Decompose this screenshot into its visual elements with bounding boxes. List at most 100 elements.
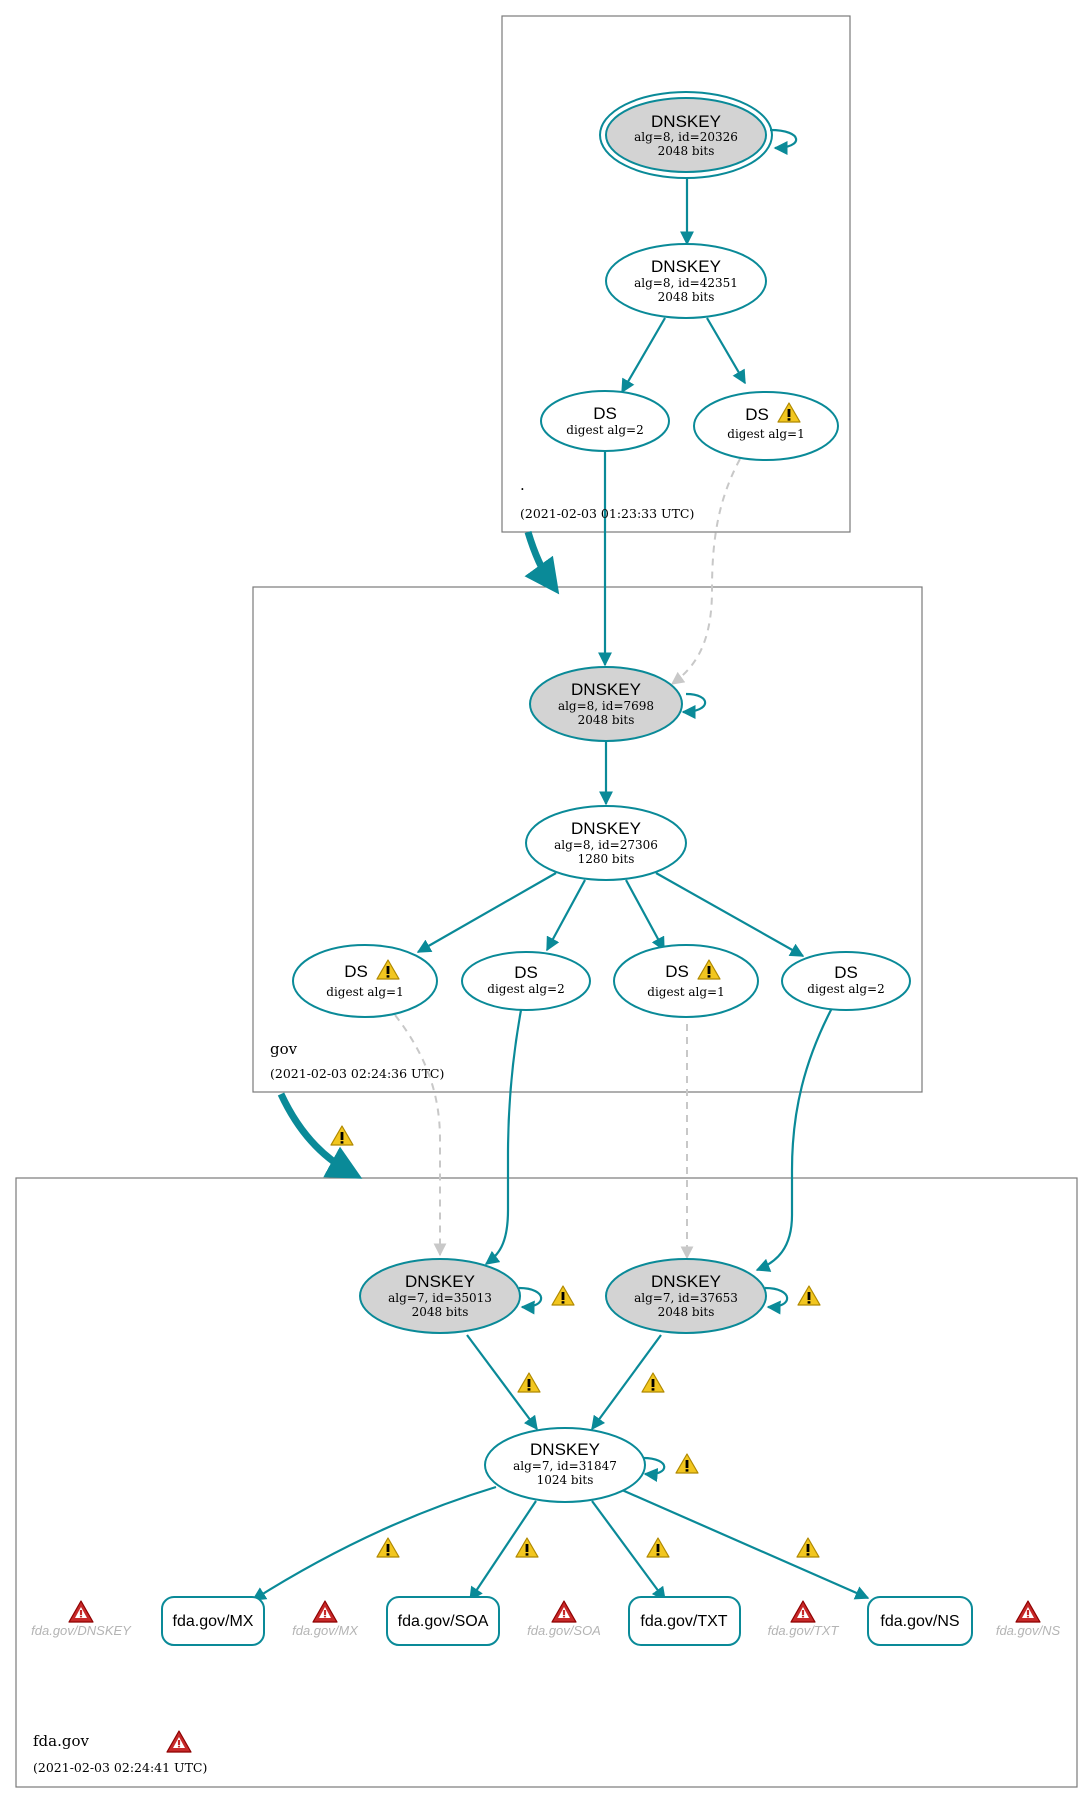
rrset-label: fda.gov/MX [173, 1613, 254, 1630]
ghost-rrset-label: fda.gov/DNSKEY [31, 1623, 132, 1638]
edge-root-zsk-to-ds2 [621, 317, 666, 394]
node-gov-ds-c[interactable]: DS digest alg=1 [613, 944, 759, 1018]
zone-gov-name: gov [270, 1040, 298, 1058]
node-digest: digest alg=2 [807, 982, 884, 996]
node-gov-ds-d[interactable]: DS digest alg=2 [781, 951, 911, 1011]
edge-warning-icon[interactable] [796, 1537, 820, 1558]
node-key-size: 2048 bits [412, 1305, 469, 1319]
zone-root-box [501, 15, 851, 533]
node-digest: digest alg=2 [566, 423, 643, 437]
ghost-rrset-label: fda.gov/MX [292, 1623, 359, 1638]
error-icon [1015, 1600, 1041, 1623]
warning-icon[interactable] [675, 1453, 699, 1474]
edge-gov-zsk-to-ds-b [546, 879, 586, 952]
node-root-zsk[interactable]: DNSKEY alg=8, id=42351 2048 bits [605, 243, 767, 319]
edge-fda-ksk2-to-zsk [591, 1334, 662, 1431]
edge-fda-zsk-to-ns [621, 1488, 870, 1600]
error-icon [312, 1600, 338, 1623]
self-loop-fda-ksk2 [764, 1286, 789, 1315]
ghost-rrset-soa[interactable]: fda.gov/SOA [527, 1600, 601, 1638]
rrset-label: fda.gov/NS [880, 1613, 959, 1630]
node-title: DNSKEY [651, 257, 721, 276]
rrset-ns[interactable]: fda.gov/NS [867, 1596, 973, 1646]
error-icon [551, 1600, 577, 1623]
node-title: DNSKEY [651, 1272, 721, 1291]
node-title: DS [745, 405, 769, 424]
edge-warning-icon[interactable] [376, 1537, 400, 1558]
warning-icon[interactable] [797, 1285, 821, 1306]
rrset-soa[interactable]: fda.gov/SOA [386, 1596, 500, 1646]
node-title: DS [834, 963, 858, 982]
rrset-label: fda.gov/SOA [398, 1613, 489, 1630]
node-gov-ds-a[interactable]: DS digest alg=1 [292, 944, 438, 1018]
node-root-ds-digest1[interactable]: DS digest alg=1 [693, 391, 839, 461]
node-digest: digest alg=1 [647, 985, 724, 999]
node-key-info: alg=7, id=31847 [513, 1459, 617, 1473]
edge-warning-icon[interactable] [641, 1372, 665, 1393]
node-key-size: 2048 bits [658, 144, 715, 158]
node-key-info: alg=8, id=7698 [558, 699, 654, 713]
node-key-info: alg=8, id=20326 [634, 130, 738, 144]
node-key-size: 2048 bits [658, 290, 715, 304]
ghost-rrset-txt[interactable]: fda.gov/TXT [768, 1600, 840, 1638]
ghost-rrset-label: fda.gov/NS [996, 1623, 1061, 1638]
delegation-warning-icon[interactable] [330, 1125, 354, 1146]
edge-gov-zsk-to-ds-a [416, 872, 557, 953]
edge-fda-zsk-to-txt [591, 1500, 666, 1602]
edge-gov-zsk-to-ds-d [655, 872, 805, 957]
node-title: DNSKEY [571, 680, 641, 699]
node-digest: digest alg=1 [326, 985, 403, 999]
node-title: DS [665, 962, 689, 981]
rrset-txt[interactable]: fda.gov/TXT [628, 1596, 741, 1646]
zone-fda-box [15, 1177, 1078, 1788]
node-digest: digest alg=2 [487, 982, 564, 996]
edge-warning-icon[interactable] [517, 1372, 541, 1393]
ghost-rrset-mx[interactable]: fda.gov/MX [292, 1600, 359, 1638]
node-fda-zsk[interactable]: DNSKEY alg=7, id=31847 1024 bits [484, 1427, 646, 1503]
self-loop-root-ksk [769, 128, 798, 155]
node-key-info: alg=8, id=27306 [554, 838, 658, 852]
node-title: DNSKEY [405, 1272, 475, 1291]
node-root-ksk[interactable]: DNSKEY alg=8, id=20326 2048 bits [599, 91, 773, 179]
warning-icon[interactable] [551, 1285, 575, 1306]
node-key-info: alg=7, id=35013 [388, 1291, 492, 1305]
edge-gov-ds-a-to-fda-ksk1 [394, 1014, 447, 1257]
ghost-rrset-label: fda.gov/TXT [768, 1623, 840, 1638]
node-key-size: 1024 bits [537, 1473, 594, 1487]
zone-gov-box [252, 586, 923, 1093]
zone-gov-timestamp: (2021-02-03 02:24:36 UTC) [270, 1066, 444, 1081]
zone-fda-timestamp: (2021-02-03 02:24:41 UTC) [33, 1760, 207, 1775]
node-fda-ksk1[interactable]: DNSKEY alg=7, id=35013 2048 bits [359, 1258, 521, 1334]
node-fda-ksk2[interactable]: DNSKEY alg=7, id=37653 2048 bits [605, 1258, 767, 1334]
node-gov-ksk[interactable]: DNSKEY alg=8, id=7698 2048 bits [529, 666, 683, 742]
edge-gov-ds-d-to-fda-ksk2 [755, 1007, 833, 1272]
ghost-rrset-ns[interactable]: fda.gov/NS [996, 1600, 1061, 1638]
node-gov-ds-b[interactable]: DS digest alg=2 [461, 951, 591, 1011]
node-title: DNSKEY [571, 819, 641, 838]
node-key-info: alg=7, id=37653 [634, 1291, 738, 1305]
node-key-info: alg=8, id=42351 [634, 276, 738, 290]
node-root-ds-digest2[interactable]: DS digest alg=2 [540, 390, 670, 452]
node-title: DS [344, 962, 368, 981]
rrset-mx[interactable]: fda.gov/MX [161, 1596, 265, 1646]
edge-fda-zsk-to-mx [251, 1485, 497, 1601]
zone-error-icon[interactable] [166, 1730, 192, 1753]
ghost-rrset-dnskey[interactable]: fda.gov/DNSKEY [31, 1600, 132, 1638]
rrset-label: fda.gov/TXT [640, 1613, 727, 1630]
edge-warning-icon[interactable] [515, 1537, 539, 1558]
node-gov-zsk[interactable]: DNSKEY alg=8, id=27306 1280 bits [525, 805, 687, 881]
self-loop-fda-ksk1 [518, 1286, 543, 1315]
edge-fda-ksk1-to-zsk [466, 1334, 538, 1431]
self-loop-fda-zsk [642, 1456, 666, 1482]
node-key-size: 1280 bits [578, 852, 635, 866]
edge-gov-ds-b-to-fda-ksk2-left [484, 1009, 523, 1265]
node-title: DS [514, 963, 538, 982]
node-title: DS [593, 404, 617, 423]
node-digest: digest alg=1 [727, 427, 804, 441]
zone-fda-name: fda.gov [33, 1732, 89, 1750]
zone-root-name: . [520, 476, 525, 494]
edge-warning-icon[interactable] [646, 1537, 670, 1558]
delegation-gov-to-fda [277, 1092, 363, 1179]
edge-root-zsk-to-ds1 [706, 317, 746, 385]
